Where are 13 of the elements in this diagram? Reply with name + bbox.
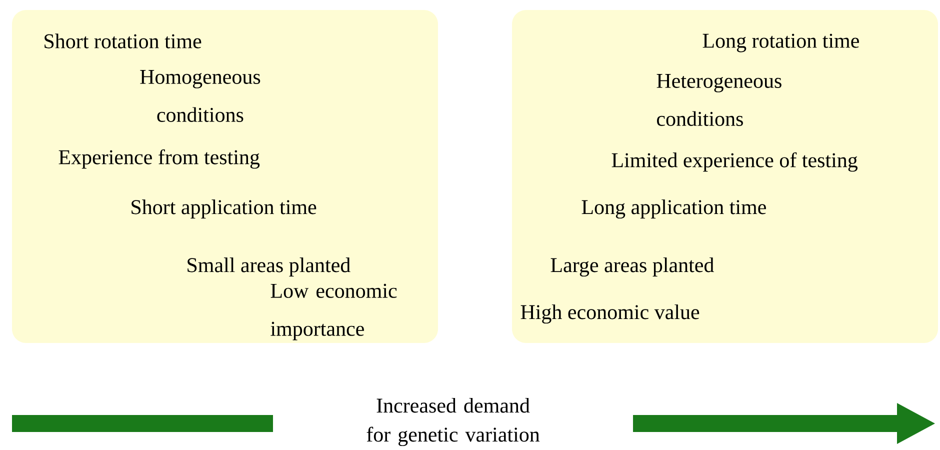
text-item: High economic value — [520, 304, 700, 324]
arrow-label: Increased demand for genetic variation — [366, 398, 540, 446]
text-item: Large areas planted — [550, 257, 714, 277]
text-item: Low economic importance — [270, 284, 397, 340]
text-item: Limited experience of testing — [612, 152, 858, 172]
text-item: Long application time — [582, 199, 766, 219]
text-item: Long rotation time — [702, 34, 859, 52]
text-item: Short application time — [132, 199, 316, 219]
text-item: Heterogeneous conditions — [656, 74, 782, 126]
text-item: Small areas planted — [188, 257, 350, 277]
text-item: Experience from testing — [58, 149, 260, 169]
text-item: Homogeneous conditions — [140, 70, 260, 122]
text-item: Short rotation time — [44, 34, 202, 48]
